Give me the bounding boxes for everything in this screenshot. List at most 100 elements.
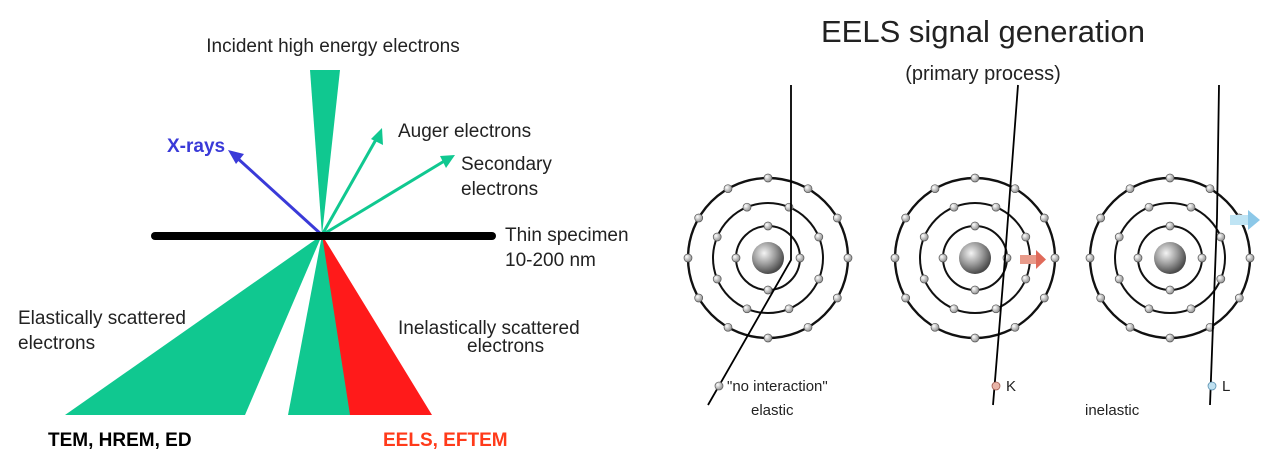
electron xyxy=(991,304,1001,314)
electron xyxy=(1186,304,1196,314)
electron xyxy=(1010,184,1020,194)
trajectory-l xyxy=(1209,84,1220,406)
marker-l xyxy=(1207,381,1217,391)
eels-label: EELS, EFTEM xyxy=(383,430,508,451)
electron xyxy=(1245,253,1255,263)
electron xyxy=(890,253,900,263)
electron xyxy=(803,322,813,332)
electron xyxy=(1114,274,1124,284)
electron xyxy=(1039,293,1049,303)
l-ejection-arrow xyxy=(1230,210,1260,230)
specimen-label-1: Thin specimen xyxy=(505,225,629,246)
electron-shell xyxy=(1114,202,1226,314)
atom-no-interaction xyxy=(683,173,853,343)
electron xyxy=(1165,173,1175,183)
specimen-label-2: 10-200 nm xyxy=(505,250,596,271)
nucleus xyxy=(752,242,784,274)
inelastic-cone xyxy=(322,235,432,415)
k-ejection-arrow xyxy=(1020,250,1046,269)
nucleus xyxy=(959,242,991,274)
electron xyxy=(742,304,752,314)
elastic-label-1: Elastically scattered xyxy=(18,308,186,329)
electron xyxy=(1234,293,1244,303)
marker-k xyxy=(991,381,1001,391)
electron xyxy=(919,274,929,284)
marker-elastic xyxy=(714,381,724,391)
electron xyxy=(763,333,773,343)
eels-subtitle: (primary process) xyxy=(905,63,1061,85)
elastic-label-right: elastic xyxy=(751,402,794,419)
electron xyxy=(1010,322,1020,332)
electron xyxy=(712,274,722,284)
electron xyxy=(1096,293,1106,303)
trajectory-elastic xyxy=(707,85,792,406)
secondary-label-1: Secondary xyxy=(461,154,552,175)
electron xyxy=(784,304,794,314)
electron xyxy=(949,202,959,212)
electron xyxy=(763,285,773,295)
electron xyxy=(901,213,911,223)
inelastic-label-2: electrons xyxy=(467,336,544,357)
electron xyxy=(930,184,940,194)
electron xyxy=(1125,322,1135,332)
electron xyxy=(1096,213,1106,223)
electron xyxy=(1205,184,1215,194)
secondary-label-2: electrons xyxy=(461,179,538,200)
electron xyxy=(970,285,980,295)
electron xyxy=(938,253,948,263)
incident-beam xyxy=(310,70,340,235)
electron xyxy=(1165,333,1175,343)
atom-k-shell xyxy=(890,173,1060,343)
electron xyxy=(1216,232,1226,242)
electron xyxy=(814,274,824,284)
no-interaction-label: "no interaction" xyxy=(727,378,828,395)
electron xyxy=(1197,253,1207,263)
electron xyxy=(723,322,733,332)
incident-label: Incident high energy electrons xyxy=(206,36,460,57)
auger-arrow xyxy=(320,135,380,236)
electron xyxy=(763,173,773,183)
electron xyxy=(795,253,805,263)
electron xyxy=(723,184,733,194)
electron xyxy=(1144,304,1154,314)
elastic-cone-wide xyxy=(65,235,322,415)
electron xyxy=(930,322,940,332)
electron xyxy=(694,293,704,303)
inelastic-label-right: inelastic xyxy=(1085,402,1140,419)
electron xyxy=(1165,221,1175,231)
elastic-cone-center xyxy=(288,235,358,415)
electron xyxy=(970,221,980,231)
electron xyxy=(1021,274,1031,284)
xray-arrow xyxy=(233,154,324,237)
elastic-label-2: electrons xyxy=(18,333,95,354)
auger-arrowhead xyxy=(371,128,383,145)
electron xyxy=(1114,232,1124,242)
secondary-arrow xyxy=(321,158,447,237)
xrays-label: X-rays xyxy=(167,136,225,157)
electron xyxy=(970,333,980,343)
right-eels-panel: EELS signal generation (primary process)… xyxy=(683,14,1260,419)
electron xyxy=(694,213,704,223)
electron xyxy=(1125,184,1135,194)
xray-arrowhead xyxy=(228,150,244,164)
electron xyxy=(901,293,911,303)
electron xyxy=(1216,274,1226,284)
electron xyxy=(1039,213,1049,223)
electron-shell xyxy=(712,202,824,314)
electron xyxy=(1165,285,1175,295)
electron xyxy=(832,293,842,303)
electron xyxy=(763,221,773,231)
electron xyxy=(1050,253,1060,263)
electron xyxy=(991,202,1001,212)
auger-label: Auger electrons xyxy=(398,121,531,142)
secondary-arrowhead xyxy=(440,155,455,168)
electron xyxy=(803,184,813,194)
left-scattering-diagram: Incident high energy electrons X-rays Au… xyxy=(18,36,629,451)
electron xyxy=(712,232,722,242)
electron xyxy=(919,232,929,242)
electron xyxy=(843,253,853,263)
electron xyxy=(1085,253,1095,263)
electron xyxy=(814,232,824,242)
atom-l-shell xyxy=(1085,173,1255,343)
